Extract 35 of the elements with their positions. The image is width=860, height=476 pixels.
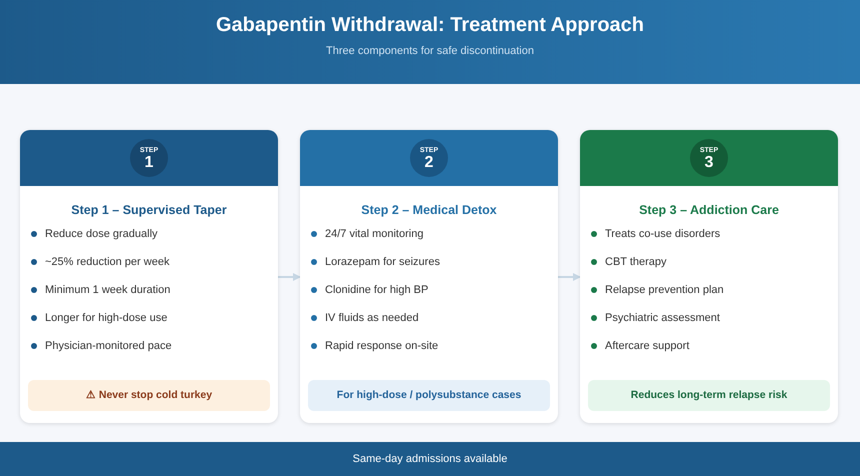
step-heading: Step 2 – Medical Detox xyxy=(360,203,498,217)
bullet-item: Reduce dose gradually xyxy=(31,228,158,240)
bullet-item: Physician-monitored pace xyxy=(31,340,172,352)
step-heading: Step 3 – Addiction Care xyxy=(638,203,780,217)
footer-text: Same-day admissions available xyxy=(352,453,508,465)
bullet-item: Relapse prevention plan xyxy=(591,284,724,296)
bullet-item: ~25% reduction per week xyxy=(31,256,170,268)
bullet-item: Minimum 1 week duration xyxy=(31,284,170,296)
bullet-item: Treats co-use disorders xyxy=(591,228,720,240)
bullet-item: Psychiatric assessment xyxy=(591,312,720,324)
note-banner: Reduces long-term relapse risk xyxy=(588,380,830,411)
subtitle: Three components for safe discontinuation xyxy=(325,45,535,57)
bullet-item: Clonidine for high BP xyxy=(311,284,428,296)
step-badge xyxy=(130,139,168,177)
bullet-item: 24/7 vital monitoring xyxy=(311,228,424,240)
step-card xyxy=(580,130,838,423)
step-heading: Step 1 – Supervised Taper xyxy=(70,203,228,217)
bullet-item: Longer for high-dose use xyxy=(31,312,168,324)
step-badge xyxy=(410,139,448,177)
arrow xyxy=(558,273,581,281)
note-banner: ⚠ Never stop cold turkey xyxy=(28,380,270,411)
bullet-item: Lorazepam for seizures xyxy=(311,256,440,268)
step-card xyxy=(20,130,278,423)
bullet-item: Aftercare support xyxy=(591,340,690,352)
step-number: 3 xyxy=(704,154,714,171)
step-card xyxy=(300,130,558,423)
note-banner: For high-dose / polysubstance cases xyxy=(308,380,550,411)
step-number: 2 xyxy=(424,154,434,171)
arrow xyxy=(278,273,301,281)
step-badge xyxy=(690,139,728,177)
step-number: 1 xyxy=(144,154,154,171)
title: Gabapentin Withdrawal: Treatment Approach xyxy=(214,14,646,37)
bullet-item: CBT therapy xyxy=(591,256,667,268)
bullet-item: Rapid response on-site xyxy=(311,340,438,352)
bullet-item: IV fluids as needed xyxy=(311,312,419,324)
